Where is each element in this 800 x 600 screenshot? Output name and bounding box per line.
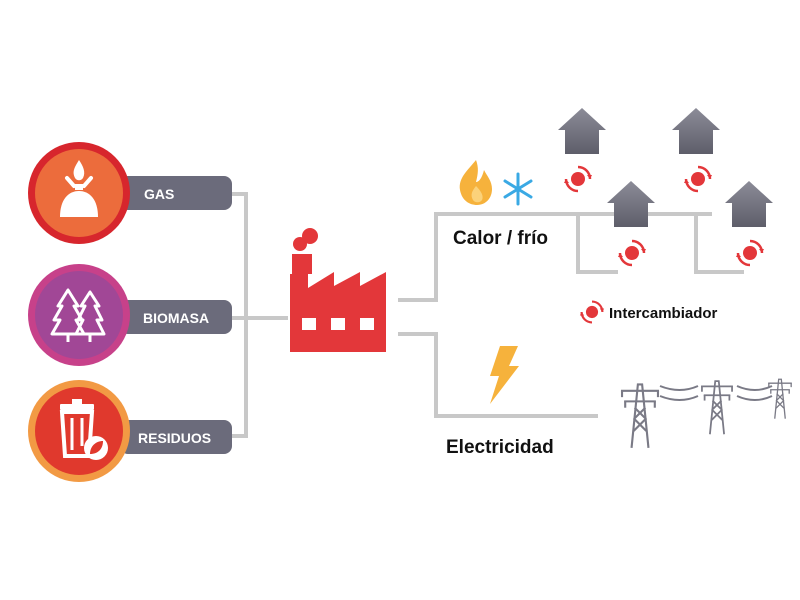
transmission-tower-icon: [700, 380, 734, 436]
transmission-tower-icon: [619, 383, 661, 449]
electricity-label: Electricidad: [446, 437, 554, 458]
house-icon: [725, 181, 773, 227]
source-gas: GAS: [28, 142, 232, 244]
power-lines: [659, 385, 773, 401]
heat-cold-label: Calor / frío: [453, 228, 548, 249]
exchanger-icon: [563, 165, 593, 193]
transmission-tower-icon: [767, 378, 793, 420]
exchanger-legend-icon: [579, 300, 605, 324]
exchanger-icon: [683, 165, 713, 193]
gas-label: GAS: [144, 186, 174, 202]
gas-burner-icon: [60, 160, 98, 217]
biomasa-label-pill: [120, 300, 232, 334]
exchanger-icon: [617, 239, 647, 267]
snowflake-icon: [503, 172, 533, 206]
factory-icon: [290, 228, 386, 352]
lightning-bolt-icon: [490, 346, 519, 404]
house-icon: [558, 108, 606, 154]
gas-label-pill: [120, 176, 232, 210]
trees-icon: [50, 288, 106, 342]
house-icon: [672, 108, 720, 154]
exchanger-icon: [735, 239, 765, 267]
trash-leaf-icon: [59, 399, 108, 460]
biomasa-label: BIOMASA: [143, 310, 209, 326]
flame-icon: [459, 160, 492, 205]
house-icon: [607, 181, 655, 227]
residuos-label: RESIDUOS: [138, 430, 211, 446]
source-biomasa: BIOMASA: [28, 264, 232, 366]
residuos-label-pill: [120, 420, 232, 454]
source-residuos: RESIDUOS: [28, 380, 232, 482]
pipe-network: [232, 192, 744, 438]
exchanger-legend-label: Intercambiador: [609, 305, 718, 322]
